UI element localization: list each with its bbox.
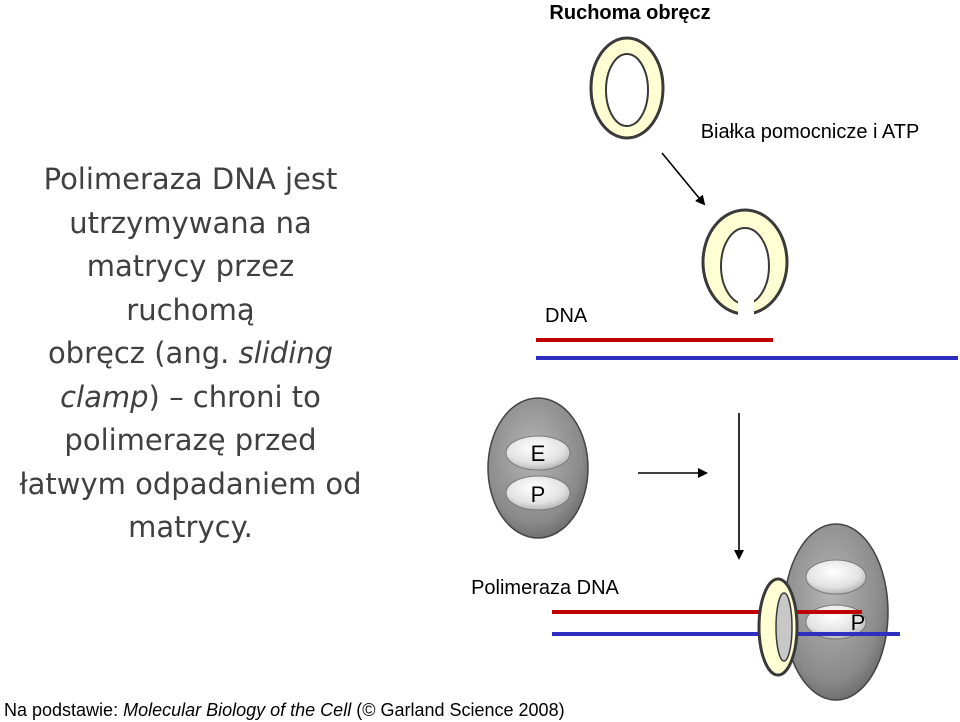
description-line: Polimeraza DNA jest (43, 162, 338, 196)
description-line: łatwym odpadaniem od (19, 466, 362, 501)
dna-polymerase: E P (487, 397, 589, 539)
description-line: utrzymywana na (69, 205, 312, 240)
citation-prefix: Na podstawie: (4, 700, 124, 720)
clamp-polymerase-complex: P (552, 523, 900, 701)
label-sliding-clamp: Ruchoma obręcz (549, 2, 711, 24)
sliding-clamp-open (701, 208, 789, 318)
subunit-p-label-bound: P (851, 610, 866, 635)
description-fragment: ) – chroni to (148, 379, 321, 414)
description-line: clamp) – chroni to (18, 376, 363, 420)
description-line: matrycy przez ruchomą (86, 249, 295, 327)
description-italic: clamp (60, 379, 149, 414)
sliding-clamp-bound (757, 577, 799, 677)
description-italic: sliding (238, 336, 334, 370)
subunit-e-label: E (531, 441, 546, 466)
arrow-clamp-loading (661, 152, 706, 206)
label-dna-polymerase: Polimeraza DNA (471, 577, 619, 599)
sliding-clamp-closed (589, 36, 665, 140)
label-helper-proteins: Białka pomocnicze i ATP (700, 121, 920, 143)
description-line: matrycy. (128, 510, 253, 544)
description-fragment: obręcz (ang. (47, 336, 239, 370)
description-text: Polimeraza DNA jest utrzymywana na matry… (18, 158, 363, 550)
citation-title: Molecular Biology of the Cell (123, 700, 352, 720)
subunit-p-label: P (531, 482, 546, 507)
description-line: obręcz (ang. sliding (18, 332, 363, 376)
description-line: polimerazę przed (64, 423, 317, 457)
source-citation: Na podstawie: Molecular Biology of the C… (4, 700, 565, 721)
citation-suffix: (© Garland Science 2008) (351, 700, 565, 720)
label-dna: DNA (545, 305, 588, 327)
